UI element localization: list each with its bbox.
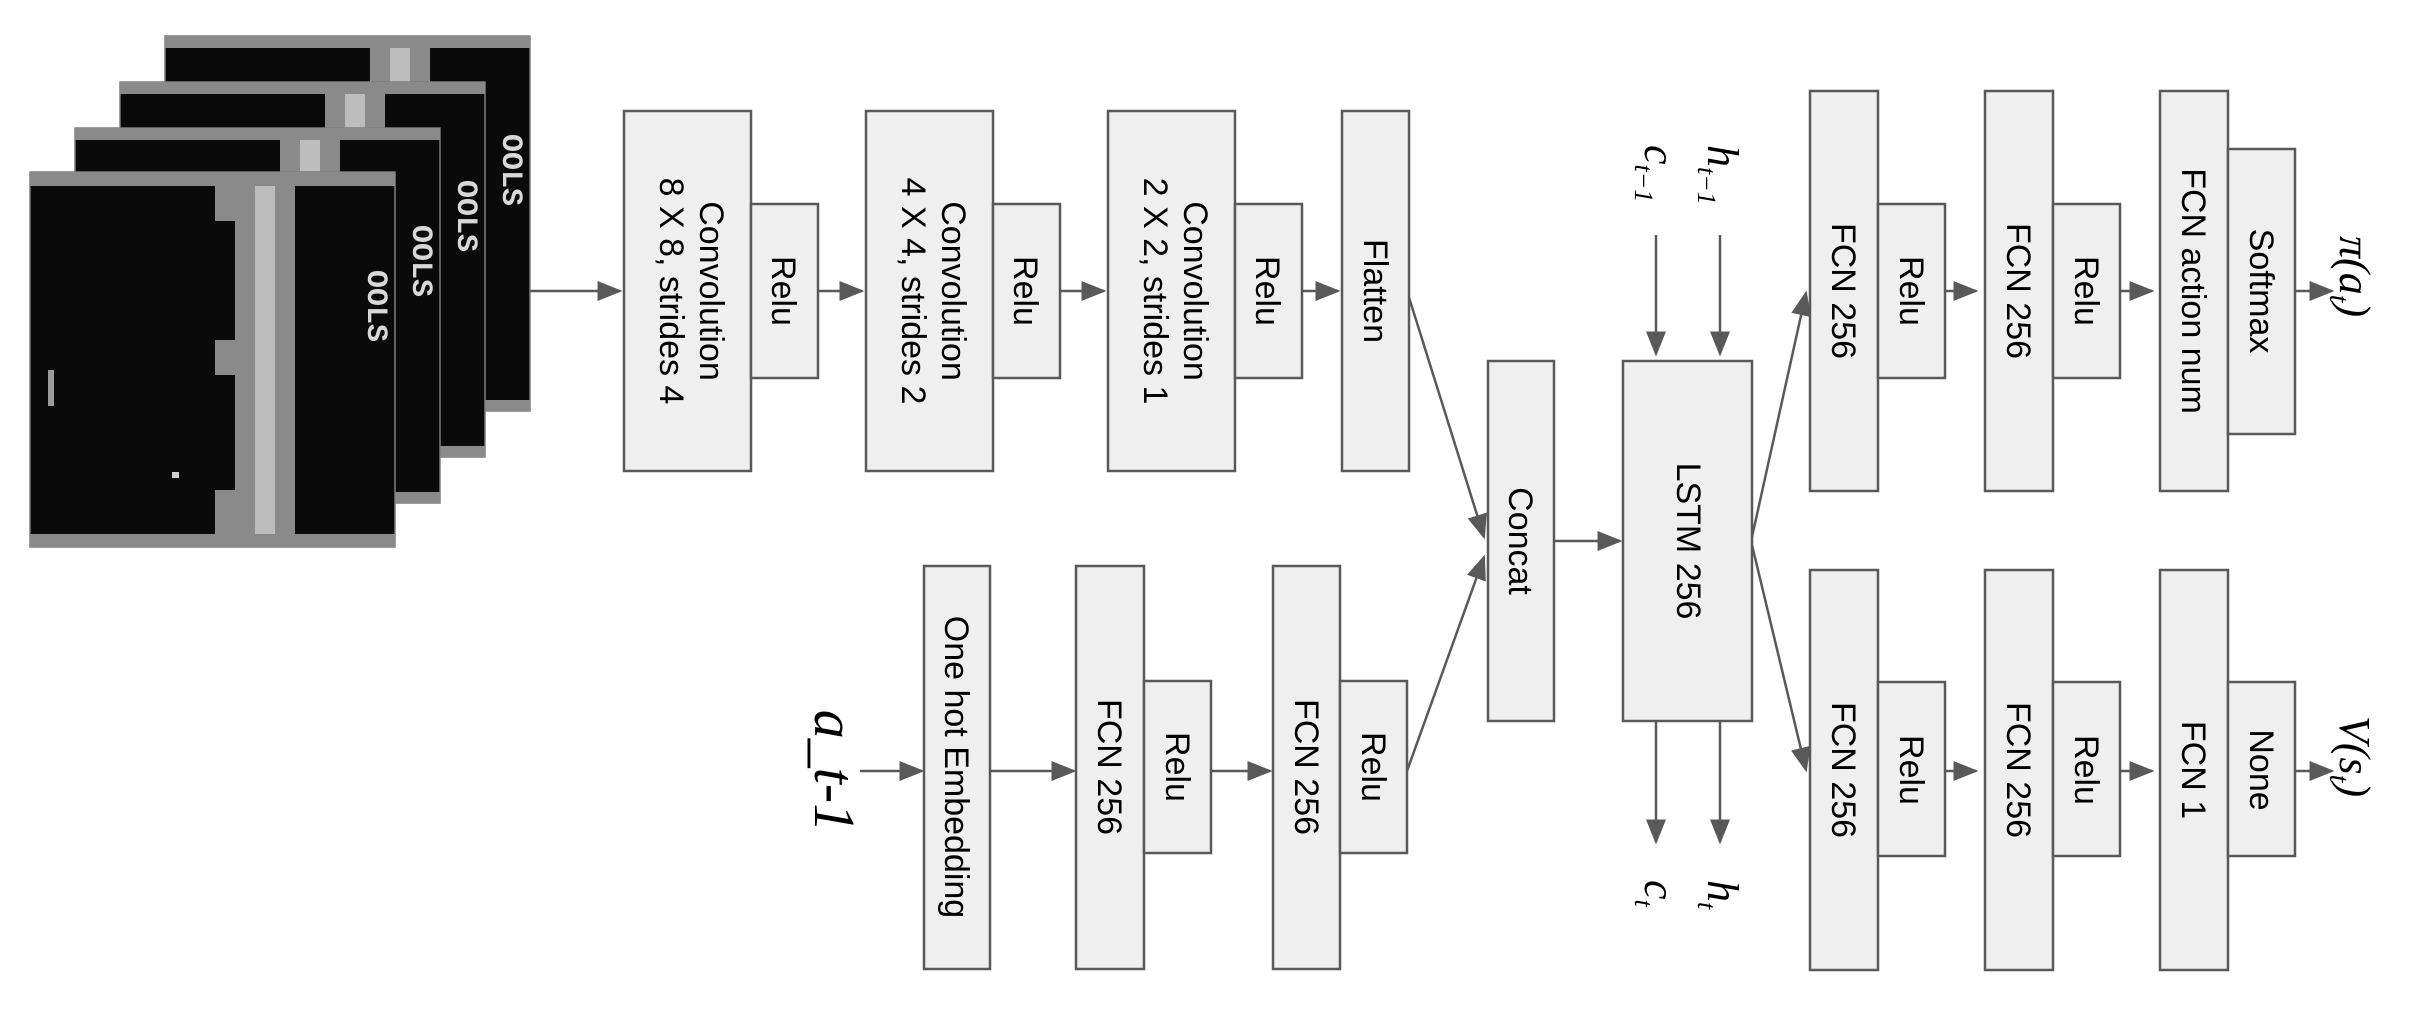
policy-softmax-box [2226,147,2297,436]
frame-1 [29,171,396,548]
action-fc1-block: FCN 256 Relu [1074,564,1213,971]
action-fc1-relu-box [1142,679,1213,855]
policy-fc1-label: FCN 256 [1824,223,1862,359]
conv2-title: Convolution [934,201,972,381]
value-fc1-relu-label: Relu [1892,735,1930,805]
action-fc2-label: FCN 256 [1287,699,1325,835]
action-fc1-label: FCN 256 [1090,699,1128,835]
conv1-relu-box [749,202,820,380]
value-none-box [2226,680,2297,858]
arrow-lstm-to-policy [1750,290,1811,538]
lstm-box [1621,359,1754,723]
policy-fc3-box [2158,89,2230,493]
embedding-box [922,564,992,971]
svg-text:ct: ct [1629,880,1684,908]
policy-fc3-label: FCN action num [2174,168,2212,414]
flatten-box [1340,109,1411,473]
action-input-label: a_t-1 [802,710,867,832]
svg-text:π(at): π(at) [2323,236,2379,317]
value-output-label: V(st) [2323,716,2379,797]
flatten-label: Flatten [1356,239,1394,343]
arrow-fc2-to-concat [1405,554,1486,772]
lstm-block: LSTM 256 ct−1 ht−1 ct ht [1621,145,1754,910]
lstm-c-in-label: ct−1 [1629,145,1684,202]
policy-fc3-block: FCN action num Softmax [2158,89,2297,493]
value-fc3-label: FCN 1 [2174,721,2212,819]
lstm-h-in-label: ht−1 [1692,145,1747,205]
action-fc2-relu-box [1338,679,1409,855]
action-input: a_t-1 [802,710,867,832]
action-fc2-relu-label: Relu [1354,732,1392,802]
action-fc2-block: FCN 256 Relu [1271,564,1409,971]
svg-text:ht: ht [1692,880,1747,910]
arrow-lstm-to-value [1750,544,1811,773]
action-fc1-box [1074,564,1146,971]
value-fc1-label: FCN 256 [1824,702,1862,838]
policy-fc1-block: FCN 256 Relu [1808,89,1947,493]
concat-block: Concat [1486,359,1556,723]
conv2-relu-box [991,202,1062,380]
action-fc1-relu-label: Relu [1158,732,1196,802]
value-fc2-box [1983,568,2055,972]
svg-text:V(st): V(st) [2323,716,2379,797]
policy-fc2-box [1983,89,2055,493]
lstm-c-out-label: ct [1629,880,1684,908]
conv1-params: 8 X 8, strides 4 [652,178,690,405]
value-fc1-block: FCN 256 Relu [1808,568,1947,972]
policy-fc1-relu-label: Relu [1892,256,1930,326]
conv2-relu-label: Relu [1006,256,1044,326]
conv1-title: Convolution [692,201,730,381]
embedding-label: One hot Embedding [937,616,975,918]
lstm-h-out-label: ht [1692,880,1747,910]
value-fc2-label: FCN 256 [1999,702,2037,838]
conv3-params: 2 X 2, strides 1 [1136,178,1174,405]
policy-fc2-block: FCN 256 Relu [1983,89,2122,493]
policy-fc1-relu-box [1876,202,1947,380]
value-fc1-box [1808,568,1880,972]
conv2-block: Convolution 4 X 4, strides 2 Relu [864,109,1062,473]
score-digits: OOLS OOLS OOLS OOLS [358,134,527,342]
svg-text:ht−1: ht−1 [1692,145,1747,205]
concat-label: Concat [1501,487,1539,595]
conv3-box [1106,109,1237,473]
action-fc2-box [1271,564,1342,971]
value-none-label: None [2242,729,2280,810]
conv2-box [864,109,995,473]
score-digits-3: OOLS [448,180,482,252]
value-fc2-block: FCN 256 Relu [1983,568,2122,972]
svg-text:ct−1: ct−1 [1629,145,1684,202]
value-fc2-relu-label: Relu [2067,735,2105,805]
input-frames: OOLS OOLS OOLS OOLS [29,35,531,548]
lstm-label: LSTM 256 [1669,463,1707,620]
conv2-params: 4 X 4, strides 2 [894,178,932,405]
score-digits-1: OOLS [358,270,392,342]
conv3-relu-box [1233,202,1304,380]
score-digits-4: OOLS [493,134,527,206]
policy-fc2-label: FCN 256 [1999,223,2037,359]
flatten-block: Flatten [1340,109,1411,473]
value-fc3-block: FCN 1 None [2158,568,2297,972]
concat-box [1486,359,1556,723]
conv3-block: Convolution 2 X 2, strides 1 Relu [1106,109,1304,473]
policy-softmax-label: Softmax [2242,229,2280,354]
score-digits-2: OOLS [403,225,437,297]
arrow-flatten-to-concat [1405,290,1487,540]
conv1-block: Convolution 8 X 8, strides 4 Relu [622,109,820,473]
policy-fc2-relu-box [2051,202,2122,380]
conv3-relu-label: Relu [1248,256,1286,326]
value-fc2-relu-box [2051,680,2122,858]
value-fc1-relu-box [1876,680,1947,858]
connections [530,235,2335,845]
policy-fc1-box [1808,89,1880,493]
embedding-block: One hot Embedding [922,564,992,971]
policy-fc2-relu-label: Relu [2067,256,2105,326]
conv1-relu-label: Relu [764,256,802,326]
policy-output-label: π(at) [2323,236,2379,317]
conv1-box [622,109,753,473]
conv3-title: Convolution [1176,201,1214,381]
